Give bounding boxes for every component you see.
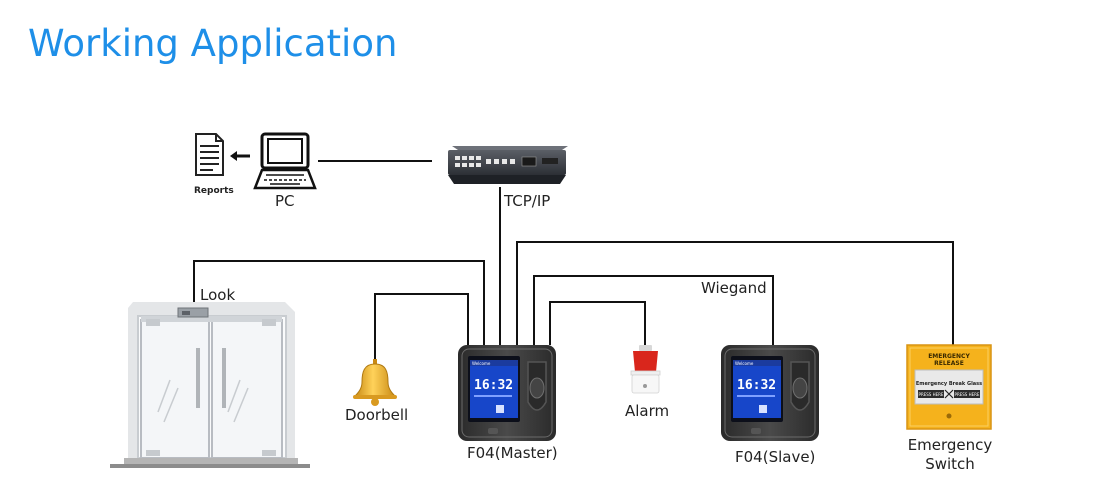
slave-label: F04(Slave) [735, 448, 815, 466]
emergency-label-line1: Emergency [908, 436, 993, 454]
magnetic-lock-icon [177, 307, 209, 318]
slave-screen-brand: Welcome [735, 361, 754, 366]
alarm-icon [630, 345, 661, 394]
emergency-header-line1: EMERGENCY [928, 353, 970, 360]
wiring [193, 160, 954, 360]
emergency-header-line2: RELEASE [934, 360, 964, 367]
master-screen-time: 16:32 [474, 378, 513, 393]
pc-label: PC [275, 192, 295, 210]
lock-label: Look [200, 286, 235, 304]
arrow-left-icon [230, 151, 250, 161]
doorbell-label: Doorbell [345, 406, 408, 424]
slave-device-icon: Welcome 16:32 [721, 345, 819, 441]
page-title: Working Application [28, 22, 398, 65]
emergency-switch-icon: EMERGENCY RELEASE Emergency Break Glass … [906, 344, 992, 430]
master-label: F04(Master) [467, 444, 558, 462]
reports-label: Reports [194, 186, 234, 196]
network-switch-icon [448, 146, 568, 184]
emergency-label-line2: Switch [925, 455, 975, 473]
master-screen-brand: Welcome [472, 361, 491, 366]
wiegand-label: Wiegand [701, 279, 767, 297]
reports-icon [195, 133, 224, 176]
emergency-press-left: PRESS HERE [919, 392, 944, 397]
master-device-icon: Welcome 16:32 [458, 345, 556, 441]
doorbell-icon [353, 359, 397, 406]
wiegand-line [533, 275, 774, 345]
pc-icon [253, 132, 317, 190]
lock-line [193, 260, 485, 345]
doorbell-line [374, 293, 469, 360]
slave-screen-time: 16:32 [737, 378, 776, 393]
emergency-press-right: PRESS HERE [955, 392, 980, 397]
glass-door-icon [110, 302, 310, 468]
emergency-line [516, 241, 954, 345]
tcpip-label: TCP/IP [503, 192, 550, 210]
emergency-glass-text: Emergency Break Glass [916, 381, 982, 387]
alarm-label: Alarm [625, 402, 669, 420]
alarm-line [549, 301, 646, 345]
